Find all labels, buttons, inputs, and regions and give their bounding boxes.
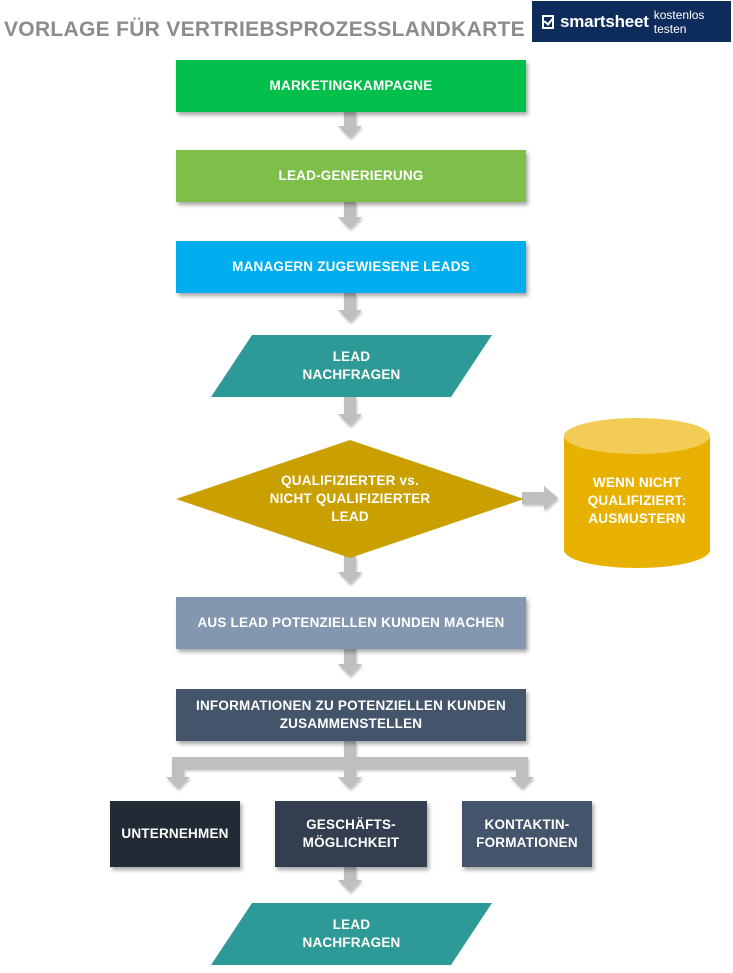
cylinder-shape	[564, 418, 710, 568]
step-assigned-leads: MANAGERN ZUGEWIESENE LEADS	[176, 241, 526, 293]
step-label: MANAGERN ZUGEWIESENE LEADS	[232, 258, 470, 274]
step-label: INFORMATIONEN ZU POTENZIELLEN KUNDEN ZUS…	[196, 697, 506, 731]
arrow-down	[338, 397, 362, 426]
arrow-right	[522, 486, 558, 510]
arrow-down	[338, 556, 362, 584]
step-marketing-campaign: MARKETINGKAMPAGNE	[176, 60, 526, 112]
step-lead-inquiry-final: LEAD NACHFRAGEN	[211, 903, 492, 965]
step-label: LEAD NACHFRAGEN	[302, 348, 401, 382]
step-discard-unqualified: WENN NICHT QUALIFIZIERT: AUSMUSTERN	[564, 418, 710, 568]
arrow-down	[338, 293, 362, 322]
step-label: KONTAKTIN- FORMATIONEN	[476, 816, 578, 850]
step-label: WENN NICHT QUALIFIZIERT: AUSMUSTERN	[587, 474, 687, 527]
step-compile-prospect-info: INFORMATIONEN ZU POTENZIELLEN KUNDEN ZUS…	[176, 689, 526, 741]
step-label: AUS LEAD POTENZIELLEN KUNDEN MACHEN	[197, 614, 505, 630]
arrow-down	[338, 202, 362, 229]
step-label: MARKETINGKAMPAGNE	[269, 77, 433, 93]
step-label: GESCHÄFTS- MÖGLICHKEIT	[302, 816, 400, 850]
decision-label: QUALIFIZIERTER vs. NICHT QUALIFIZIERTER …	[269, 472, 431, 525]
step-company: UNTERNEHMEN	[110, 801, 240, 867]
arrow-down	[166, 767, 190, 789]
arrow-down	[338, 767, 362, 789]
logo-brand: smartsheet	[560, 11, 649, 31]
logo-cta: kostenlos testen	[653, 7, 705, 36]
page-title: VORLAGE FÜR VERTRIEBSPROZESSLANDKARTE	[4, 18, 525, 41]
step-convert-to-prospects: AUS LEAD POTENZIELLEN KUNDEN MACHEN	[176, 597, 526, 649]
step-label: LEAD NACHFRAGEN	[302, 916, 401, 950]
smartsheet-trial-button[interactable]: smartsheet kostenlos testen	[532, 1, 731, 42]
parallelogram-shape	[211, 903, 492, 965]
arrow-down	[510, 767, 534, 789]
step-lead-generation: LEAD-GENERIERUNG	[176, 150, 526, 202]
decision-qualified-lead: QUALIFIZIERTER vs. NICHT QUALIFIZIERTER …	[176, 440, 524, 558]
step-business-opportunity: GESCHÄFTS- MÖGLICHKEIT	[275, 801, 427, 867]
arrow-down	[338, 112, 362, 138]
step-contact-information: KONTAKTIN- FORMATIONEN	[462, 801, 592, 867]
step-label: LEAD-GENERIERUNG	[278, 167, 424, 183]
parallelogram-shape	[211, 335, 492, 397]
arrow-down	[338, 867, 362, 892]
branch-stem	[344, 741, 356, 759]
step-lead-inquiry: LEAD NACHFRAGEN	[211, 335, 492, 397]
step-label: UNTERNEHMEN	[121, 825, 229, 841]
branch-bar	[172, 757, 528, 769]
diamond-shape	[176, 440, 524, 558]
smartsheet-logo-icon	[542, 14, 555, 29]
arrow-down	[338, 649, 362, 676]
